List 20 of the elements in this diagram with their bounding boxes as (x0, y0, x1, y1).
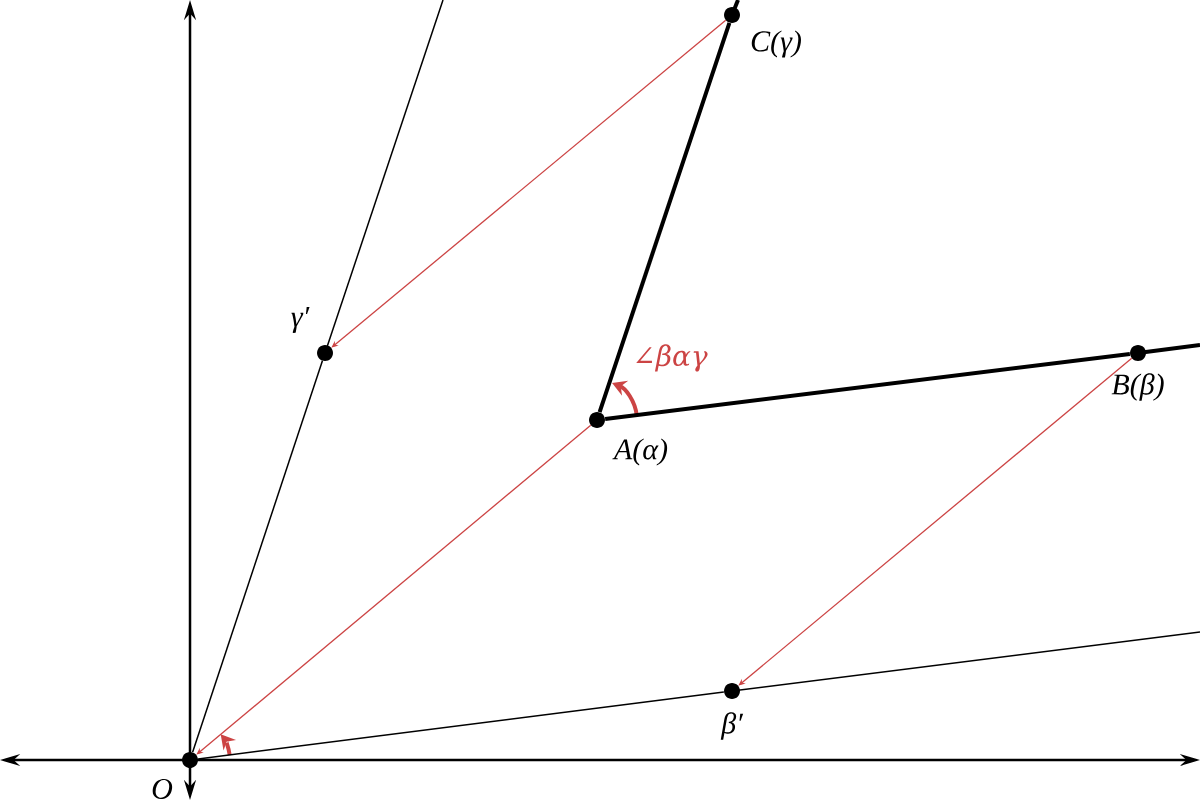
point-label: γ′ (291, 306, 310, 333)
angle-label: ∠βαγ (636, 344, 708, 372)
point-dot (182, 752, 198, 768)
connector-line (197, 691, 725, 760)
point-label: β′ (720, 712, 744, 740)
point-label: O (152, 778, 173, 800)
connector-line (597, 22, 732, 413)
connector-line (196, 424, 592, 755)
point-dot (724, 7, 740, 23)
point-dot (317, 345, 333, 361)
connector-line (738, 357, 1133, 686)
point-label: B(β) (1111, 373, 1164, 401)
point-dot (589, 412, 605, 428)
connector-line (331, 19, 727, 348)
point-label: C(γ) (751, 30, 801, 58)
point-dot (724, 683, 740, 699)
connector-line (191, 360, 324, 753)
connector-line (604, 352, 1131, 421)
point-dot (1130, 345, 1146, 361)
point-label: A(α) (612, 438, 668, 466)
